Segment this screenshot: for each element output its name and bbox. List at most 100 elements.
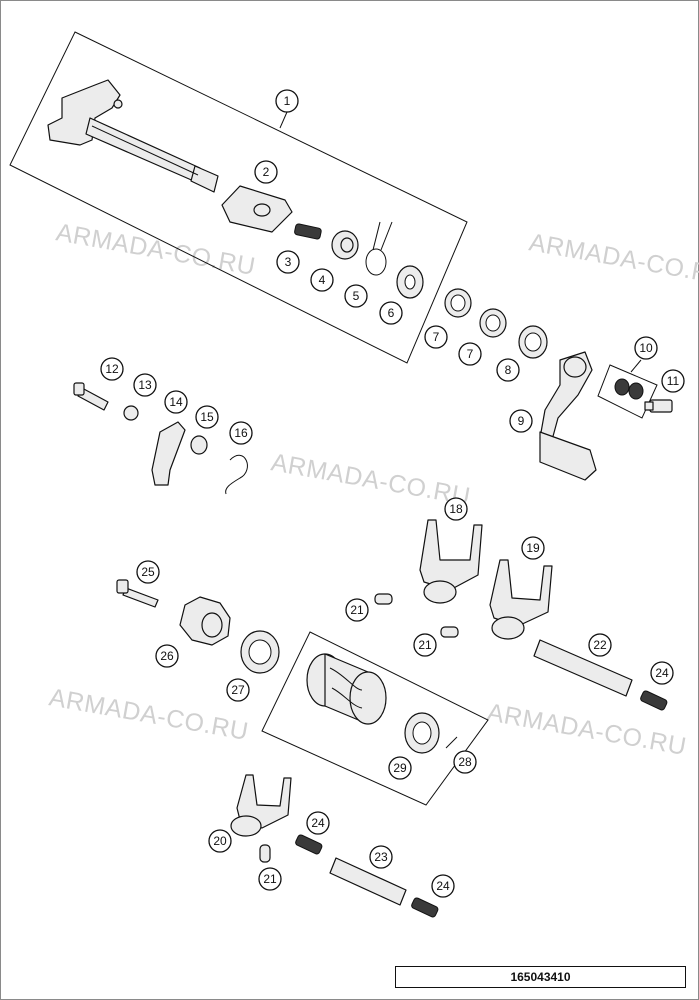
svg-text:21: 21 <box>418 638 432 652</box>
spring <box>294 223 322 240</box>
callout-13: 13 <box>133 373 157 397</box>
watermark: ARMADA-CO.RU <box>54 218 258 281</box>
svg-text:21: 21 <box>350 603 364 617</box>
shift-drum <box>306 653 387 725</box>
watermark: ARMADA-CO.RU <box>527 228 699 291</box>
callout-21: 21 <box>413 633 437 657</box>
pin <box>374 593 393 605</box>
fork-rod <box>329 857 407 906</box>
spring-clip <box>365 248 387 276</box>
group-box-shift-drum <box>261 631 489 806</box>
callout-1: 1 <box>275 89 299 113</box>
shift-lever <box>539 351 597 481</box>
spring <box>411 897 439 918</box>
leader-lines <box>279 111 642 749</box>
svg-text:24: 24 <box>311 816 325 830</box>
callout-7: 7 <box>458 342 482 366</box>
callout-21: 21 <box>345 598 369 622</box>
callout-18: 18 <box>444 497 468 521</box>
svg-text:23: 23 <box>374 850 388 864</box>
svg-text:20: 20 <box>213 834 227 848</box>
callout-22: 22 <box>588 633 612 657</box>
watermark: ARMADA-CO.RU <box>47 683 251 746</box>
group-box-shift-shaft <box>9 31 468 364</box>
svg-text:10: 10 <box>639 341 653 355</box>
svg-text:26: 26 <box>160 649 174 663</box>
callout-11: 11 <box>661 369 685 393</box>
callout-15: 15 <box>195 405 219 429</box>
callout-7: 7 <box>424 325 448 349</box>
callout-24: 24 <box>431 874 455 898</box>
svg-text:13: 13 <box>138 378 152 392</box>
svg-text:29: 29 <box>393 761 407 775</box>
svg-text:24: 24 <box>436 879 450 893</box>
shift-fork <box>489 559 553 640</box>
svg-text:7: 7 <box>433 330 440 344</box>
callout-21: 21 <box>258 867 282 891</box>
watermark: ARMADA-CO.RU <box>269 448 473 511</box>
callout-24: 24 <box>306 811 330 835</box>
callout-3: 3 <box>276 250 300 274</box>
svg-text:2: 2 <box>263 165 270 179</box>
svg-text:22: 22 <box>593 638 607 652</box>
callout-4: 4 <box>310 268 334 292</box>
svg-text:16: 16 <box>234 426 248 440</box>
bolt <box>644 399 673 413</box>
svg-text:25: 25 <box>141 565 155 579</box>
shift-fork <box>230 774 292 837</box>
callout-26: 26 <box>155 644 179 668</box>
svg-text:21: 21 <box>263 872 277 886</box>
callout-16: 16 <box>229 421 253 445</box>
callouts: 1 2 3 4 5 6 7 7 8 9 10 11 12 13 14 15 16… <box>100 89 685 898</box>
svg-text:28: 28 <box>458 755 472 769</box>
bolt <box>116 579 159 608</box>
svg-text:15: 15 <box>200 410 214 424</box>
callout-2: 2 <box>254 160 278 184</box>
svg-text:27: 27 <box>231 683 245 697</box>
svg-text:5: 5 <box>353 289 360 303</box>
callout-14: 14 <box>164 390 188 414</box>
pin <box>259 844 271 863</box>
callout-20: 20 <box>208 829 232 853</box>
svg-text:11: 11 <box>667 374 680 388</box>
svg-text:6: 6 <box>388 306 395 320</box>
callout-19: 19 <box>521 536 545 560</box>
svg-text:9: 9 <box>518 414 525 428</box>
shift-shaft <box>47 79 219 193</box>
bushings <box>444 288 548 359</box>
torsion-spring <box>225 454 248 495</box>
svg-text:12: 12 <box>105 362 119 376</box>
callout-8: 8 <box>496 358 520 382</box>
shift-star <box>179 596 231 646</box>
bolt <box>73 382 109 411</box>
svg-text:14: 14 <box>169 395 183 409</box>
callout-9: 9 <box>509 409 533 433</box>
svg-text:4: 4 <box>319 273 326 287</box>
callout-23: 23 <box>369 845 393 869</box>
spring <box>640 690 668 711</box>
svg-text:19: 19 <box>526 541 540 555</box>
svg-text:7: 7 <box>467 347 474 361</box>
callout-28: 28 <box>453 750 477 774</box>
callout-25: 25 <box>136 560 160 584</box>
svg-text:1: 1 <box>284 94 291 108</box>
group-box-bearing <box>597 364 658 419</box>
svg-text:8: 8 <box>505 363 512 377</box>
callout-27: 27 <box>226 678 250 702</box>
callout-6: 6 <box>379 301 403 325</box>
fork-rod <box>533 639 633 697</box>
shift-lever-arm <box>151 421 186 486</box>
callout-5: 5 <box>344 284 368 308</box>
spring <box>295 834 323 855</box>
callout-10: 10 <box>634 336 658 360</box>
svg-text:3: 3 <box>285 255 292 269</box>
svg-text:18: 18 <box>449 502 463 516</box>
drawing-code-label: 165043410 <box>395 966 686 988</box>
pin <box>440 626 459 638</box>
svg-text:24: 24 <box>655 666 669 680</box>
callout-24: 24 <box>650 661 674 685</box>
callout-29: 29 <box>388 756 412 780</box>
callout-12: 12 <box>100 357 124 381</box>
shift-fork <box>419 519 483 604</box>
